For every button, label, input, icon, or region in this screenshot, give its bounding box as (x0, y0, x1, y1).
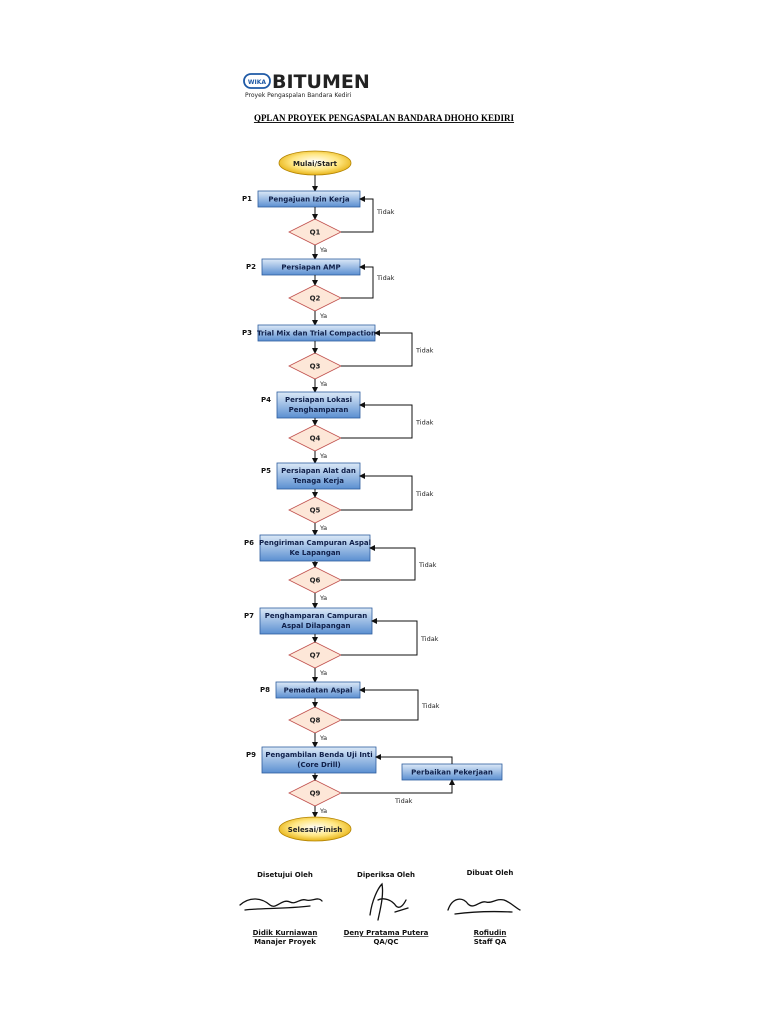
yes-label: Ya (319, 594, 327, 602)
handwritten-signature-icon (447, 898, 521, 915)
page-title: QPLAN PROYEK PENGASPALAN BANDARA DHOHO K… (254, 113, 515, 123)
handwritten-signature-icon (239, 898, 323, 911)
no-feedback-connector (341, 330, 413, 367)
yes-label: Ya (319, 312, 327, 320)
signature-role: Disetujui Oleh (257, 871, 313, 879)
rework-text: Perbaikan Pekerjaan (411, 769, 493, 777)
decision-label: Q4 (310, 435, 321, 443)
process-text-line2: Ke Lapangan (289, 549, 340, 557)
signature-name: Rofiudin (474, 929, 507, 937)
yes-label: Ya (319, 669, 327, 677)
decision-label: Q3 (310, 363, 321, 371)
signature-name: Didik Kurniawan (253, 929, 318, 937)
process-text-line1: Penghamparan Campuran (265, 612, 368, 620)
process-id-label: P7 (244, 612, 254, 620)
decision-label: Q2 (310, 295, 321, 303)
process-id-label: P8 (260, 686, 270, 694)
no-feedback-connector (341, 264, 374, 299)
decision-label: Q1 (310, 229, 321, 237)
handwritten-signature-icon (369, 882, 409, 921)
process-text-line2: Aspal Dilapangan (282, 622, 351, 630)
signature-role: Diperiksa Oleh (357, 871, 415, 879)
decision-label: Q9 (310, 790, 321, 798)
no-feedback-connector (341, 545, 416, 581)
yes-label: Ya (319, 524, 327, 532)
process-box (259, 534, 371, 562)
decision-label: Q8 (310, 717, 321, 725)
no-feedback-connector (341, 687, 419, 721)
no-feedback-connector (341, 473, 413, 511)
process-box (261, 746, 377, 774)
process-id-label: P2 (246, 263, 256, 271)
logo-subtitle: Proyek Pengaspalan Bandara Kediri (245, 92, 352, 99)
yes-label: Ya (319, 452, 327, 460)
no-label: Tidak (415, 419, 434, 427)
process-text-line1: Persiapan Lokasi (285, 396, 352, 404)
no-feedback-connector (341, 618, 418, 656)
finish-label: Selesai/Finish (288, 826, 343, 834)
decision-label: Q5 (310, 507, 321, 515)
rework-to-process-connector (375, 754, 453, 764)
process-text-line1: Pengiriman Campuran Aspal (259, 539, 371, 547)
process-text: Pengajuan Izin Kerja (268, 196, 350, 204)
process-text: Trial Mix dan Trial Compaction (257, 330, 376, 338)
signature-position: Staff QA (474, 938, 507, 946)
process-text: Persiapan AMP (281, 264, 340, 272)
logo-badge-icon (243, 73, 271, 89)
yes-label: Ya (319, 734, 327, 742)
decision-label: Q7 (310, 652, 321, 660)
no-label: Tidak (415, 347, 434, 355)
signature-role: Dibuat Oleh (467, 869, 514, 877)
no-label: Tidak (421, 702, 440, 710)
step-p9: Pengambilan Benda Uji Inti (Core Drill) P9… (246, 746, 503, 815)
process-text-line1: Persiapan Alat dan (281, 467, 356, 475)
no-feedback-connector (341, 196, 374, 233)
yes-label: Ya (319, 246, 327, 254)
no-label: Tidak (376, 208, 395, 216)
process-text-line2: Tenaga Kerja (293, 477, 344, 485)
process-id-label: P3 (242, 329, 252, 337)
signature-name: Deny Pratama Putera (344, 929, 429, 937)
decision-label: Q6 (310, 577, 321, 585)
process-text-line2: Penghamparan (289, 406, 349, 414)
logo-badge-text: WIKA (248, 79, 267, 86)
step-p6: Pengiriman Campuran Aspal Ke Lapangan P6Q6… (244, 534, 437, 602)
process-id-label: P6 (244, 539, 254, 547)
no-label: Tidak (415, 490, 434, 498)
yes-label: Ya (319, 807, 327, 815)
process-id-label: P9 (246, 751, 256, 759)
no-feedback-connector (341, 402, 413, 439)
no-label: Tidak (420, 635, 439, 643)
process-text: Pemadatan Aspal (284, 687, 353, 695)
no-label: Tidak (394, 797, 413, 805)
logo: WIKA BITUMEN Proyek Pengaspalan Bandara … (243, 71, 370, 99)
no-to-rework-connector (341, 779, 455, 794)
process-id-label: P5 (261, 467, 271, 475)
signature-position: Manajer Proyek (254, 938, 316, 946)
process-id-label: P1 (242, 195, 252, 203)
no-label: Tidak (376, 274, 395, 282)
signature-position: QA/QC (373, 938, 398, 946)
finish-terminal (278, 816, 352, 842)
process-id-label: P4 (261, 396, 271, 404)
no-label: Tidak (418, 561, 437, 569)
yes-label: Ya (319, 380, 327, 388)
process-text-line1: Pengambilan Benda Uji Inti (265, 751, 372, 759)
start-label: Mulai/Start (293, 160, 338, 168)
logo-word: BITUMEN (272, 71, 370, 93)
process-text-line2: (Core Drill) (297, 761, 340, 769)
